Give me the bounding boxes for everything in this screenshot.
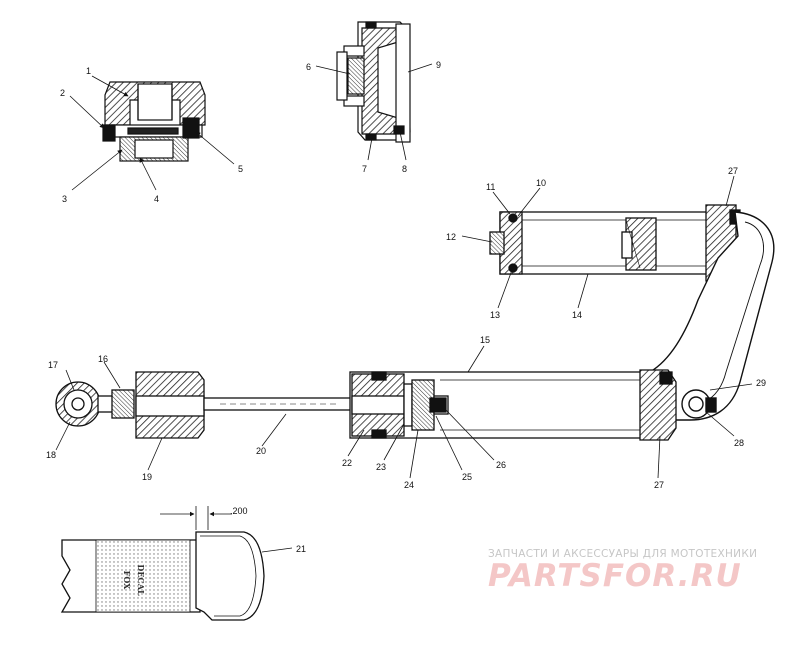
callout-12: 12 (446, 232, 456, 242)
callout-23: 23 (376, 462, 386, 472)
callout-7: 7 (362, 164, 367, 174)
callout-26: 26 (496, 460, 506, 470)
callout-21: 21 (296, 544, 306, 554)
bushing-assembly-detail (102, 81, 206, 162)
callout-3: 3 (62, 194, 67, 204)
cap-assembly-detail (336, 21, 411, 143)
decal-text-decal: DECAL (136, 564, 146, 596)
callout-24: 24 (404, 480, 414, 490)
dimension-label: .200 (230, 506, 248, 516)
callout-1: 1 (86, 66, 91, 76)
callout-27-bottom: 27 (654, 480, 664, 490)
callout-11: 11 (486, 182, 495, 192)
callout-18: 18 (46, 450, 56, 460)
watermark-brand-logo: PARTSFOR.RU (488, 558, 742, 594)
decal-placement-detail (60, 506, 265, 621)
callout-5: 5 (238, 164, 243, 174)
leader-lines (55, 63, 753, 553)
callout-8: 8 (402, 164, 407, 174)
callout-labels: 1 2 3 4 5 6 7 8 9 10 11 12 13 14 15 16 1… (46, 60, 766, 554)
decal-text-fox: FOX (122, 571, 132, 591)
callout-16: 16 (98, 354, 108, 364)
callout-27-top: 27 (728, 166, 738, 176)
callout-6: 6 (306, 62, 311, 72)
callout-2: 2 (60, 88, 65, 98)
callout-10: 10 (536, 178, 546, 188)
callout-22: 22 (342, 458, 352, 468)
callout-28: 28 (734, 438, 744, 448)
main-shock-body (55, 369, 677, 441)
callout-19: 19 (142, 472, 152, 482)
reservoir-link-bracket (649, 211, 775, 421)
callout-20: 20 (256, 446, 266, 456)
watermark-subtitle: ЗАПЧАСТИ И АКСЕССУАРЫ ДЛЯ МОТОТЕХНИКИ (488, 548, 758, 560)
callout-25: 25 (462, 472, 472, 482)
callout-4: 4 (154, 194, 159, 204)
callout-29: 29 (756, 378, 766, 388)
callout-9: 9 (436, 60, 441, 70)
callout-17: 17 (48, 360, 58, 370)
callout-14: 14 (572, 310, 582, 320)
callout-13: 13 (490, 310, 500, 320)
callout-15: 15 (480, 335, 490, 345)
reservoir-assembly (489, 204, 741, 282)
